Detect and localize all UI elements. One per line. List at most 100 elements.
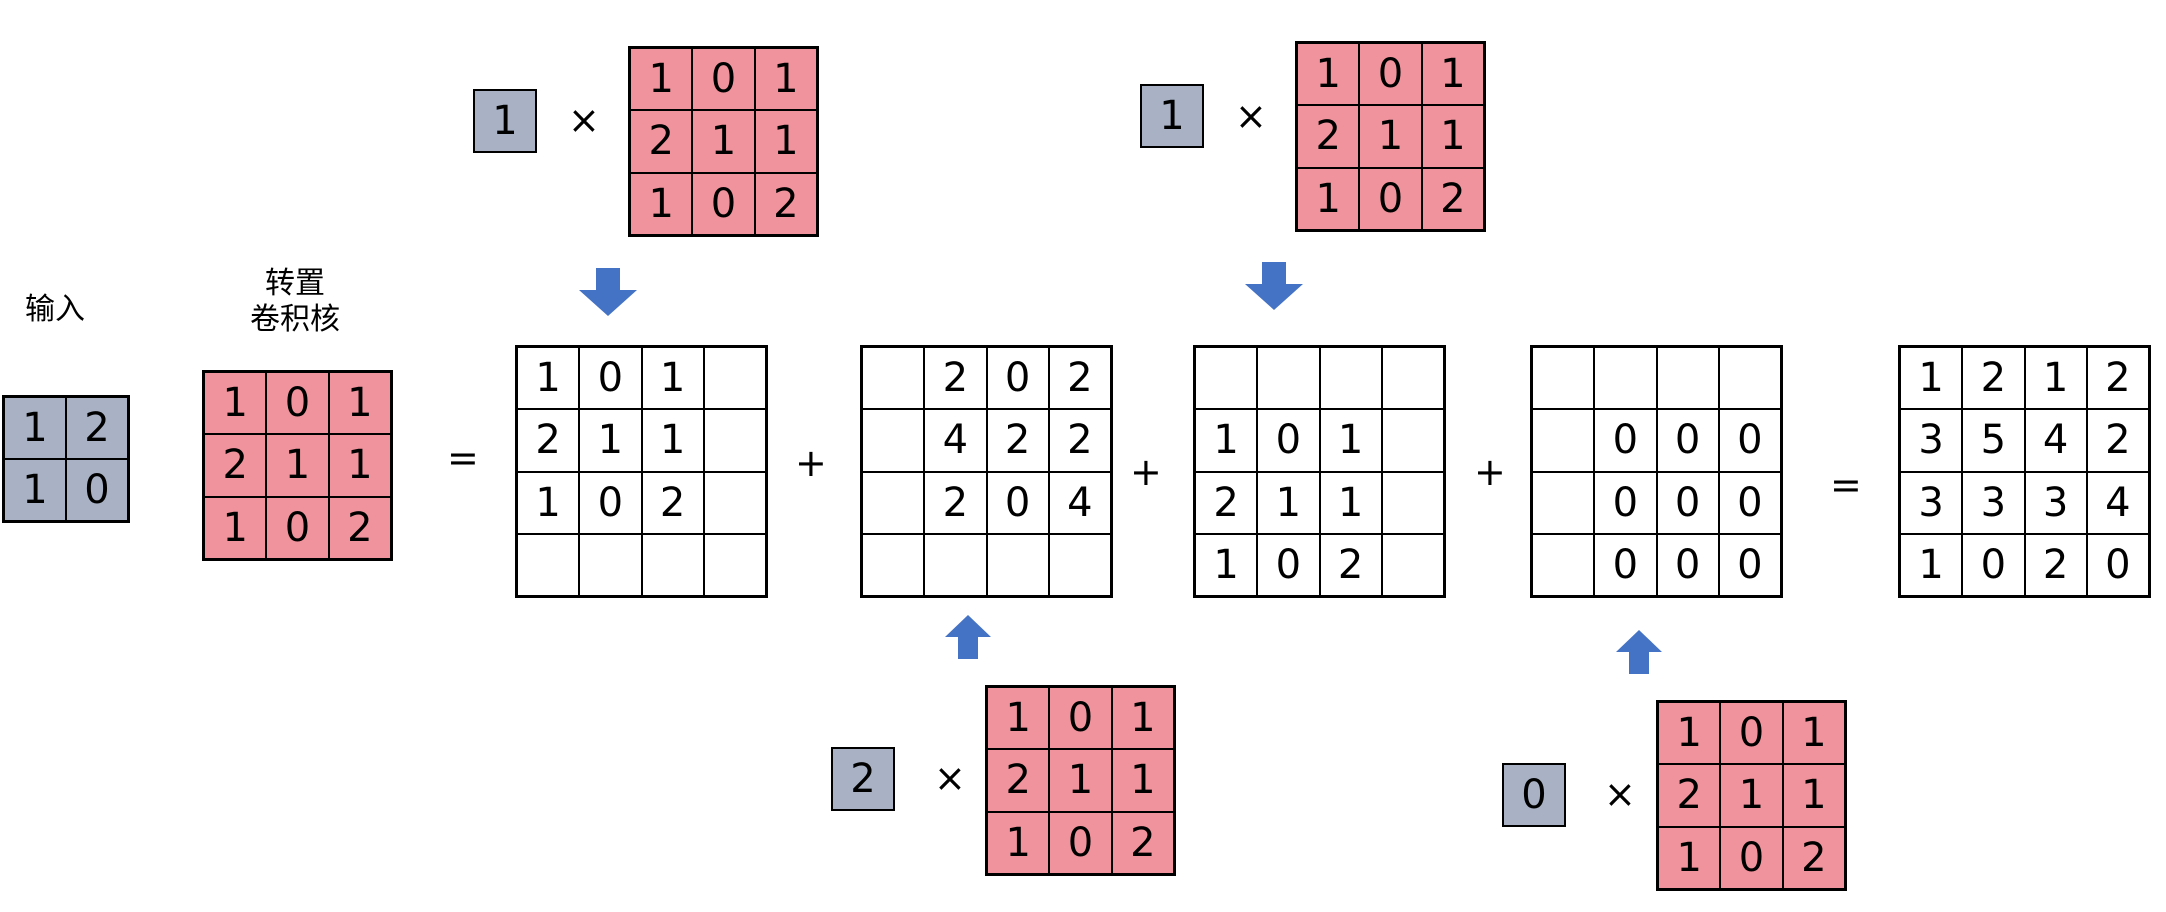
matrix-cell: 1 [987,811,1050,874]
matrix-cell: 1 [1720,764,1783,827]
matrix-cell: 2 [66,397,128,459]
matrix-cell: 1 [1257,471,1320,534]
matrix-cell: 1 [1900,533,1963,596]
matrix-cell: 2 [1658,764,1721,827]
matrix-cell [703,409,766,472]
matrix-cell: 1 [1319,471,1382,534]
matrix-cell [862,533,925,596]
matrix-cell: 1 [1782,764,1845,827]
matrix-cell [1319,347,1382,410]
matrix-cell [1381,347,1444,410]
matrix-cell: 2 [1048,409,1111,472]
matrix-cell [1532,409,1595,472]
matrix-cell [1381,471,1444,534]
scalar-0-bottom: 0 [1502,763,1566,827]
matrix-cell [862,409,925,472]
matrix-cell: 1 [1297,43,1360,106]
matrix-cell [862,347,925,410]
plus-sign-1: + [795,441,827,485]
matrix-cell: 1 [4,459,66,521]
matrix-cell: 2 [1048,347,1111,410]
matrix-cell [1594,347,1657,410]
matrix-cell: 0 [692,172,755,235]
matrix-cell [703,471,766,534]
matrix-cell: 2 [924,347,987,410]
matrix-cell: 0 [986,471,1049,534]
matrix-cell: 0 [1594,471,1657,534]
matrix-cell [1532,471,1595,534]
matrix-cell [1381,533,1444,596]
matrix-cell: 1 [1421,105,1484,168]
times-sign-4: × [1604,772,1636,816]
matrix-cell [1656,347,1719,410]
matrix-cell: 1 [630,172,693,235]
matrix-cell: 1 [1658,702,1721,765]
matrix-cell: 0 [1718,471,1781,534]
equals-sign-2: = [1830,463,1862,507]
matrix-cell: 3 [1900,409,1963,472]
matrix-cell: 0 [692,48,755,111]
matrix-cell: 1 [266,434,329,497]
times-sign-1: × [568,98,600,142]
matrix-cell: 1 [517,347,580,410]
matrix-cell [986,533,1049,596]
matrix-cell: 1 [328,434,391,497]
matrix-cell: 2 [986,409,1049,472]
matrix-cell: 2 [641,471,704,534]
matrix-cell: 0 [1962,533,2025,596]
matrix-cell: 1 [692,110,755,173]
matrix-cell: 2 [1297,105,1360,168]
matrix-cell: 4 [924,409,987,472]
matrix-cell: 0 [1594,533,1657,596]
matrix-cell: 2 [1962,347,2025,410]
times-sign-3: × [934,756,966,800]
matrix-cell: 0 [66,459,128,521]
input-label: 输入 [25,292,85,327]
matrix-cell: 2 [2024,533,2087,596]
matrix-cell: 1 [204,496,267,559]
matrix-cell: 1 [1658,826,1721,889]
matrix-cell: 1 [1421,43,1484,106]
matrix-cell: 1 [1297,167,1360,230]
matrix-cell: 3 [1900,471,1963,534]
matrix-cell: 1 [1195,533,1258,596]
matrix-cell: 0 [1049,687,1112,750]
matrix-cell [641,533,704,596]
matrix-cell: 5 [1962,409,2025,472]
matrix-cell: 1 [4,397,66,459]
matrix-cell: 0 [1718,409,1781,472]
matrix-cell: 1 [1195,409,1258,472]
matrix-cell: 0 [1656,471,1719,534]
matrix-cell: 1 [1359,105,1422,168]
kernel-label-line2: 卷积核 [250,302,340,337]
matrix-cell: 2 [2086,347,2149,410]
matrix-cell: 0 [579,347,642,410]
matrix-cell: 2 [1195,471,1258,534]
matrix-cell: 1 [1049,749,1112,812]
matrix-cell: 4 [1048,471,1111,534]
matrix-cell: 0 [1257,409,1320,472]
matrix-cell: 1 [987,687,1050,750]
matrix-cell: 1 [517,471,580,534]
matrix-cell: 1 [579,409,642,472]
matrix-cell: 0 [1359,167,1422,230]
matrix-cell: 2 [328,496,391,559]
matrix-cell: 0 [1656,409,1719,472]
matrix-cell: 2 [630,110,693,173]
matrix-cell: 3 [1962,471,2025,534]
matrix-cell: 2 [2086,409,2149,472]
matrix-cell: 0 [1359,43,1422,106]
matrix-cell [1718,347,1781,410]
matrix-cell [1381,409,1444,472]
matrix-cell: 0 [1718,533,1781,596]
scalar-1-top-right: 1 [1140,84,1204,148]
matrix-cell: 0 [1257,533,1320,596]
matrix-cell: 2 [754,172,817,235]
arrow-down-icon [579,268,637,316]
